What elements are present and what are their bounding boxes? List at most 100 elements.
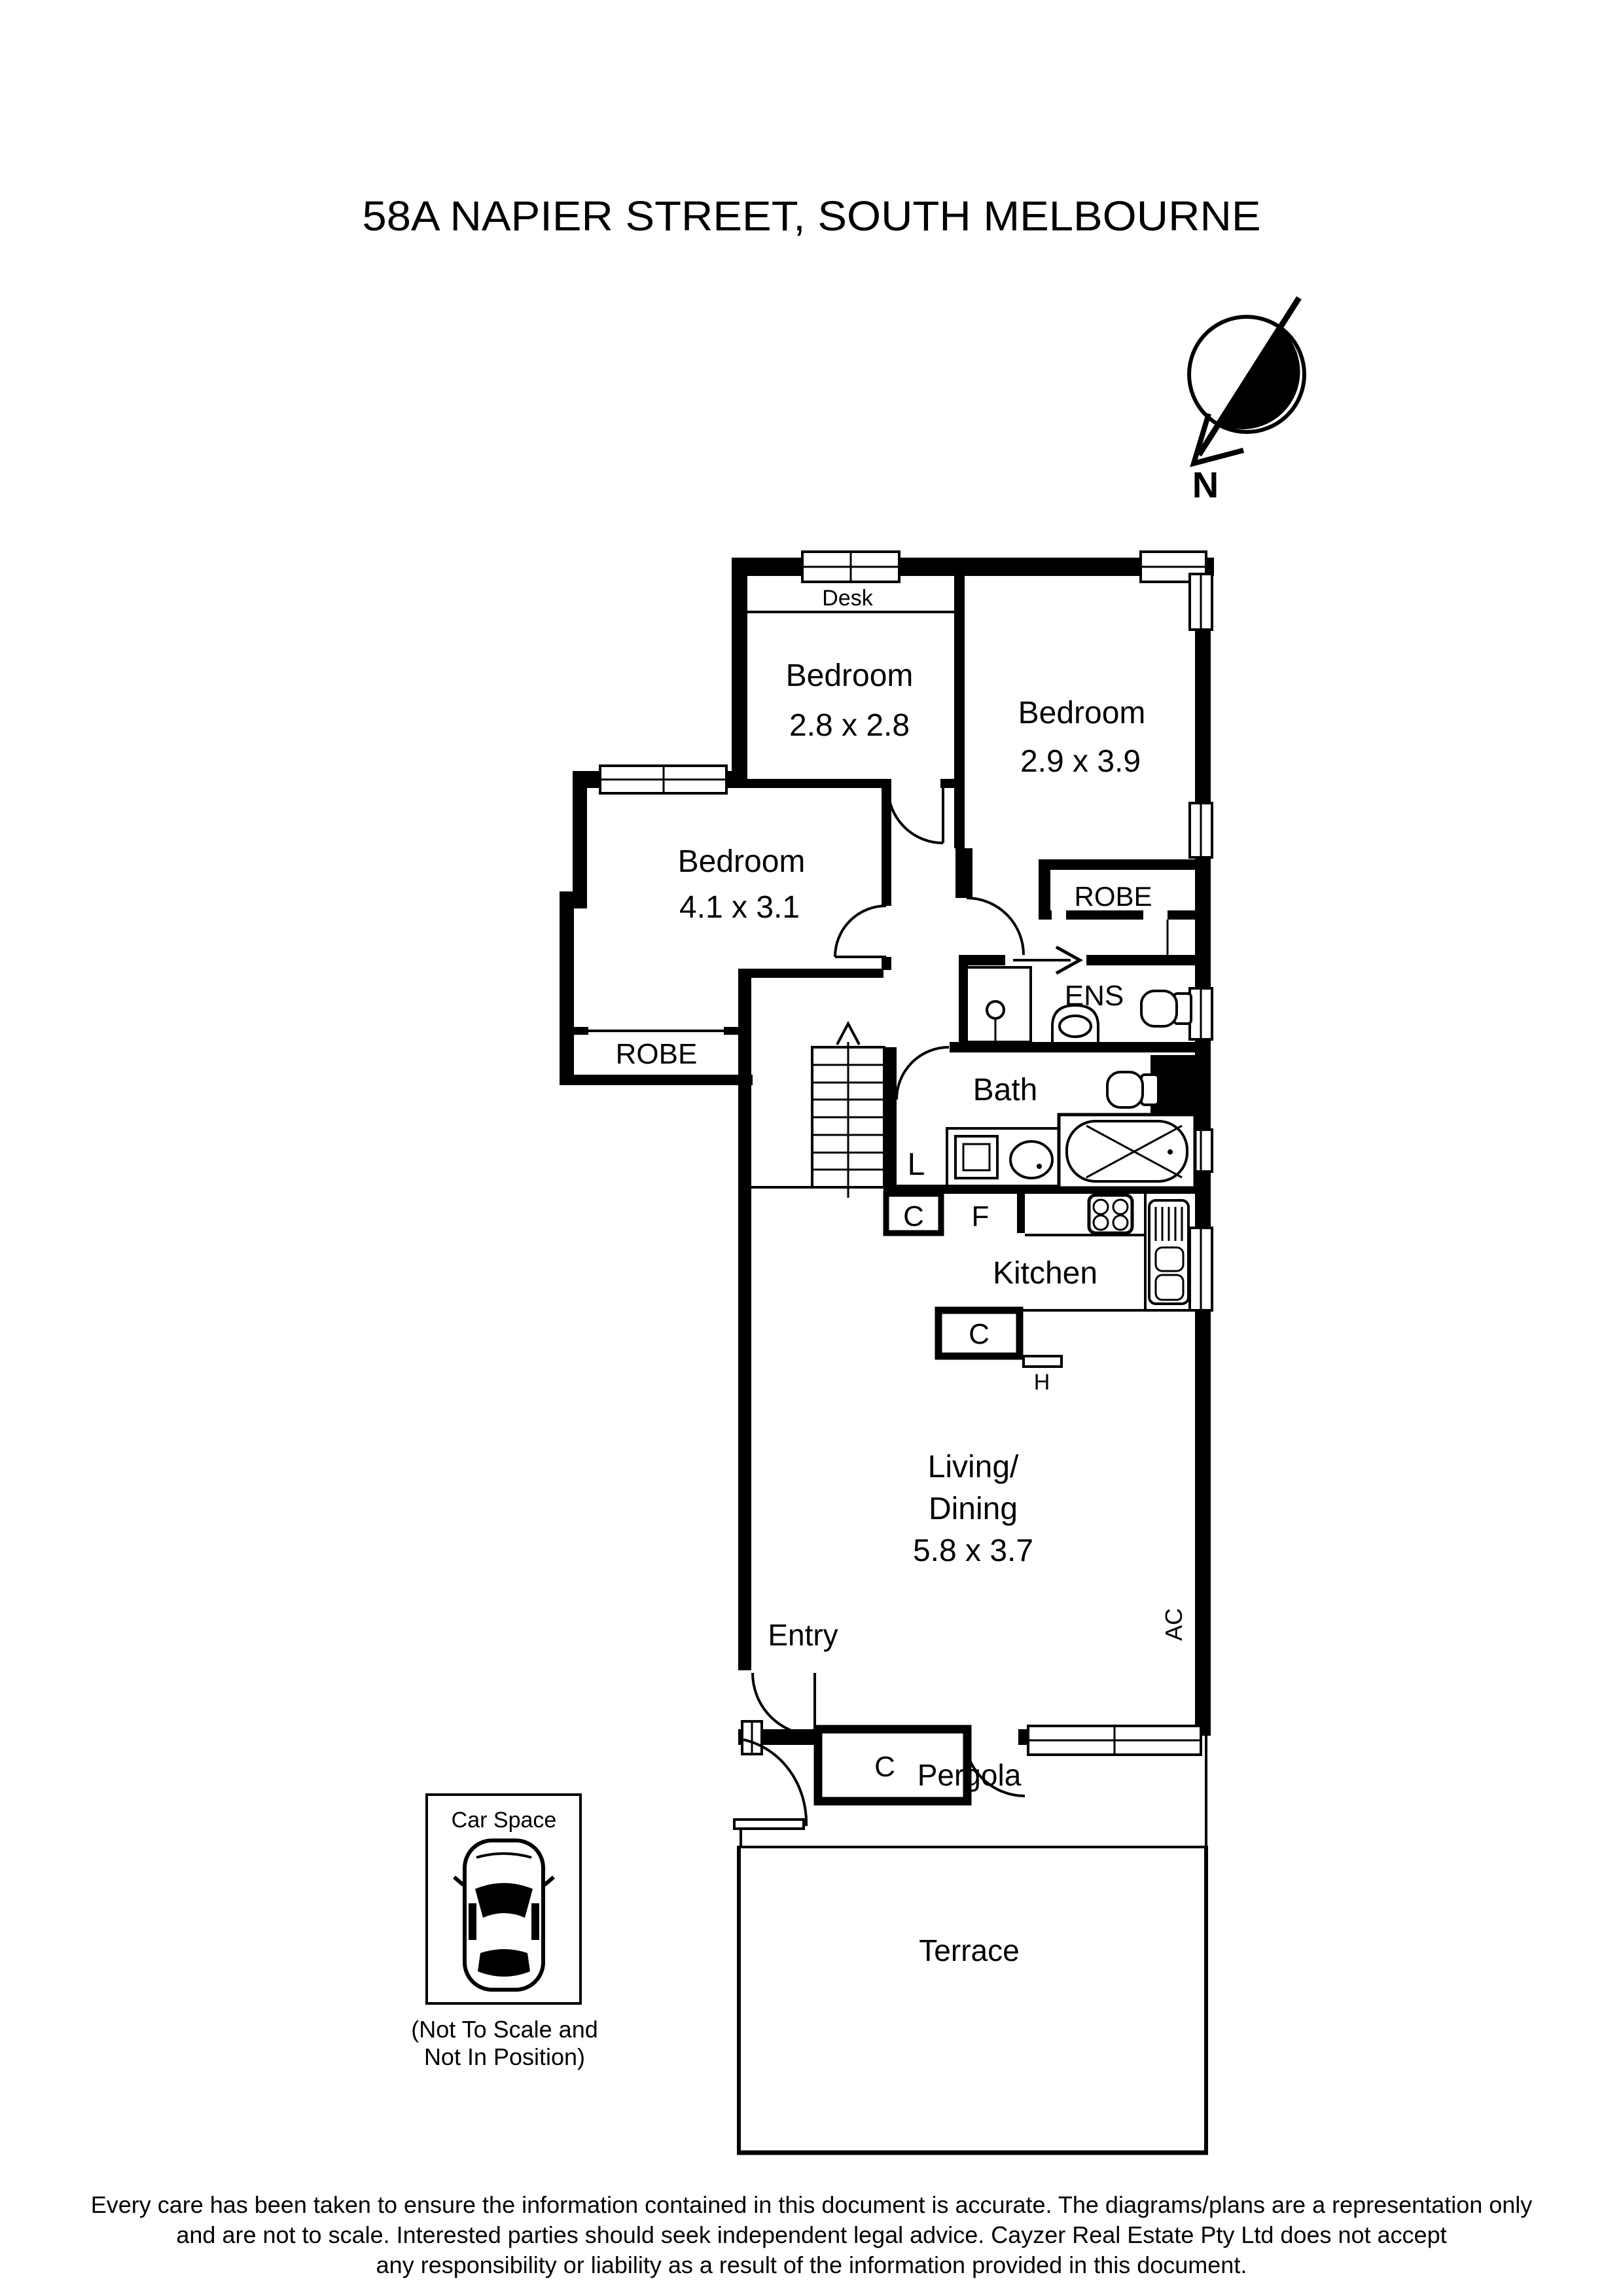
door-pergola-gate — [733, 1738, 808, 1830]
bedroom3-dims: 4.1 x 3.1 — [679, 890, 800, 925]
ens-fixtures — [962, 966, 1192, 1043]
wall-robe-left-bottom — [560, 1075, 753, 1085]
wall-robe-right-bottom2 — [1066, 910, 1143, 920]
footer-line2: and are not to scale. Interested parties… — [176, 2221, 1446, 2248]
ens-toilet-bowl-icon — [1140, 990, 1178, 1028]
outdoor-areas — [737, 1736, 1208, 2155]
wall-robe-right-left — [1039, 859, 1050, 920]
window-desk — [801, 550, 901, 583]
stairs — [738, 1020, 885, 1198]
compass-needle-icon — [1196, 296, 1302, 457]
footer-line3: any responsibility or liability as a res… — [376, 2251, 1247, 2278]
bath-basin-tap-icon — [1037, 1164, 1042, 1169]
wall-living-bottom-stub — [1018, 1729, 1029, 1745]
wall-bedroom1-left — [732, 558, 747, 784]
bath-fixtures — [946, 1071, 1197, 1190]
car-space: Car Space (Not To Scale and Not In Posit… — [411, 1793, 598, 2070]
window-kitchen — [1188, 1227, 1213, 1312]
window-bedroom2-upper — [1188, 573, 1213, 631]
hall-cupboard-label: C — [903, 1200, 924, 1232]
wall-robe-right-bottom3 — [1168, 910, 1195, 920]
wall-left-lower — [560, 908, 574, 1085]
door-bedroom1 — [887, 787, 944, 844]
bathtub-cross-line — [1086, 1124, 1183, 1179]
island-cupboard-label: C — [969, 1318, 990, 1350]
living-cupboard-box — [813, 1725, 972, 1806]
ens-entry-arrow-icon — [1013, 945, 1084, 975]
entry-label: Entry — [768, 1618, 838, 1652]
living-label-line2: Dining — [929, 1492, 1018, 1526]
wall-bedroom1-bottom-stub — [940, 779, 959, 788]
wall-bedroom3-right — [882, 785, 891, 906]
wall-left-step — [560, 891, 587, 908]
washing-machine-door-icon — [962, 1143, 991, 1172]
bedroom3-label: Bedroom — [678, 844, 806, 879]
wall-bedroom1-bottom — [740, 779, 891, 788]
bedroom1-dims: 2.8 x 2.8 — [789, 708, 910, 743]
footer-disclaimer: Every care has been taken to ensure the … — [91, 2191, 1533, 2278]
bath-toilet-bowl-icon — [1106, 1071, 1144, 1109]
compass-arrowhead-icon — [1190, 412, 1245, 467]
window-bedroom2-lower — [1188, 802, 1213, 859]
living-fixtures — [813, 1725, 972, 1806]
page-title: 58A NAPIER STREET, SOUTH MELBOURNE — [363, 192, 1261, 240]
cooktop-icon — [1087, 1193, 1134, 1235]
north-compass: N — [1187, 296, 1306, 505]
wall-bath-top — [950, 1042, 1195, 1052]
bath-basin-icon — [1009, 1140, 1054, 1179]
ens-label: ENS — [1065, 980, 1124, 1012]
wall-bedroom3-bottom — [744, 969, 883, 978]
wall-ens-top — [1086, 955, 1195, 965]
hall-cupboard-box — [883, 1191, 944, 1236]
wall-robe-right-bottom1 — [1039, 910, 1052, 920]
desk-label: Desk — [822, 586, 873, 611]
living-dims: 5.8 x 3.7 — [913, 1534, 1033, 1568]
fridge-label: F — [972, 1200, 990, 1232]
living-cupboard-label: C — [874, 1751, 895, 1783]
footer-line1: Every care has been taken to ensure the … — [91, 2191, 1533, 2218]
compass-half-disc-icon — [1216, 326, 1300, 429]
terrace-label: Terrace — [919, 1933, 1019, 1967]
washing-machine-icon — [954, 1135, 999, 1179]
window-bedroom3 — [599, 764, 728, 795]
wall-robe-right-top — [1039, 859, 1195, 870]
car-space-box — [425, 1793, 582, 2005]
air-conditioner-label: AC — [1160, 1608, 1187, 1641]
living-label-line1: Living/ — [928, 1450, 1019, 1484]
wall-bedroom-divider — [954, 576, 965, 848]
windows — [599, 550, 1213, 1756]
laundry-label: L — [908, 1147, 925, 1182]
wall-fridge-stub — [1017, 1194, 1025, 1233]
doors — [733, 787, 1084, 1830]
wall-bedroom3-corner — [882, 957, 891, 970]
ens-shower-enclosure — [962, 966, 1032, 1043]
door-bedroom3 — [834, 905, 887, 958]
door-entry — [751, 1672, 816, 1736]
bedroom2-dims: 2.9 x 3.9 — [1020, 744, 1141, 779]
car-icon — [453, 1839, 555, 1992]
pergola-label: Pergola — [918, 1758, 1022, 1792]
car-space-title: Car Space — [452, 1808, 557, 1833]
car-space-note-line1: (Not To Scale and — [411, 2016, 598, 2043]
island-cupboard-box — [935, 1306, 1024, 1360]
kitchen-sink-icon — [1148, 1199, 1190, 1305]
bathtub-drain-icon — [1168, 1149, 1173, 1155]
bath-label: Bath — [973, 1073, 1038, 1107]
bedroom1-label: Bedroom — [786, 658, 914, 693]
wall-chunk-hall — [955, 848, 972, 898]
door-bath — [895, 1046, 950, 1100]
bedroom2-label: Bedroom — [1018, 696, 1146, 730]
robe-left-label: ROBE — [616, 1038, 698, 1070]
hot-water-unit — [1022, 1355, 1063, 1368]
door-bedroom2 — [966, 897, 1025, 956]
wall-left-upper — [573, 771, 587, 908]
kitchen-fixtures — [883, 1191, 1195, 1368]
room-labels: Desk Bedroom 2.8 x 2.8 Bedroom 2.9 x 3.9… — [616, 586, 1187, 1967]
bathtub-icon — [1065, 1120, 1188, 1183]
hot-water-label: H — [1034, 1370, 1050, 1395]
window-ens — [1188, 987, 1213, 1041]
wall-hall-bottom-stub — [962, 955, 1005, 965]
window-living-bottom — [1027, 1725, 1202, 1756]
shower-head-icon — [986, 1000, 1005, 1020]
